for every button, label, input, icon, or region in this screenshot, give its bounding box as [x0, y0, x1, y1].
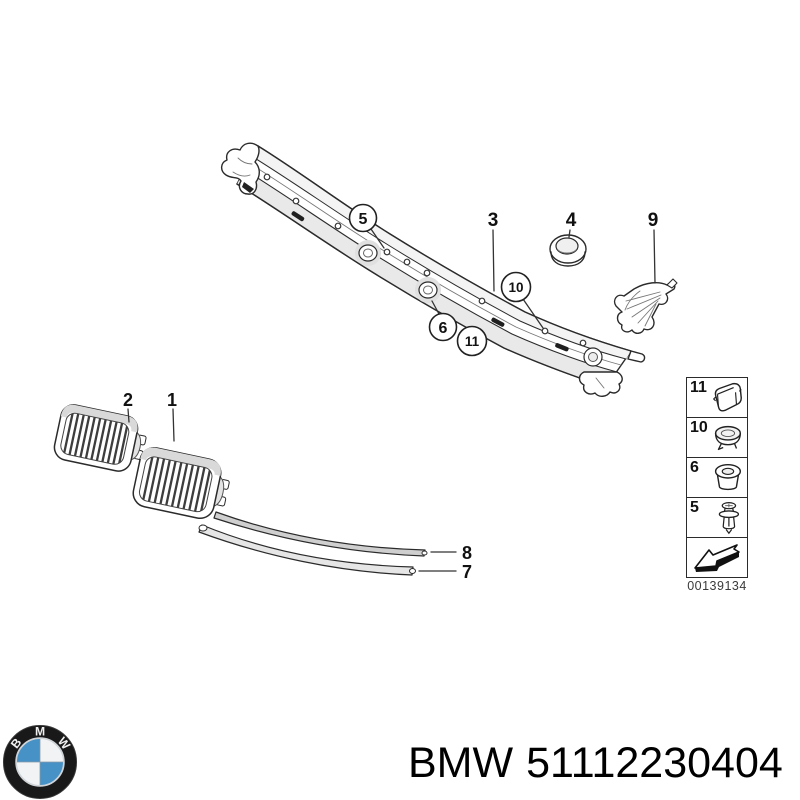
legend-panel: 11 10 6 5 [686, 377, 748, 578]
panel-holes [263, 173, 587, 347]
callout-8: 8 [430, 543, 472, 563]
callout-1-label: 1 [167, 390, 177, 410]
bracket-hatching [624, 290, 662, 327]
legend-cell-11: 11 [687, 378, 747, 418]
callout-10-circle [500, 271, 532, 303]
leader-line-10 [522, 298, 544, 329]
legend-label-5: 5 [690, 499, 699, 516]
left-end-bracket [220, 142, 260, 195]
expanding-rivet-icon [718, 501, 740, 534]
kidney-grille-left-part-2 [53, 404, 147, 472]
callout-6-label: 6 [439, 320, 448, 337]
leader-line-3 [492, 229, 495, 292]
callout-6-circle [428, 312, 458, 342]
clip-icon [712, 382, 742, 412]
bmw-logo: B M W [2, 725, 78, 800]
callout-11-label: 11 [465, 334, 480, 349]
legend-cell-arrow [687, 538, 747, 577]
callout-9-label: 9 [648, 210, 659, 231]
grille-slats [142, 456, 212, 513]
logo-quadrant-blue [16, 738, 40, 762]
wiper-spindle-hole [415, 277, 441, 303]
legend-cell-6: 6 [687, 458, 747, 498]
left-bracket-slot [242, 182, 254, 193]
grommet-icon [714, 463, 742, 490]
right-tip-tab [627, 350, 646, 363]
footer-part-number: 51112230404 [526, 739, 783, 787]
callout-11-circle [456, 325, 488, 357]
grille-top-highlight [60, 404, 138, 433]
callout-2-label: 2 [123, 390, 133, 410]
callout-5: 5 [348, 203, 385, 249]
logo-quadrant-white [16, 762, 40, 786]
footer-brand: BMW [408, 739, 514, 787]
legend-label-11: 11 [690, 379, 707, 396]
logo-quadrant-white [40, 738, 64, 762]
right-end-foot [578, 371, 623, 397]
callout-3: 3 [488, 210, 499, 292]
legend-cell-5: 5 [687, 498, 747, 538]
leader-line-9 [653, 229, 656, 284]
callout-7-label: 7 [462, 562, 472, 582]
leader-line-1 [172, 408, 175, 442]
legend-label-6: 6 [690, 459, 699, 476]
legend-cell-10: 10 [687, 418, 747, 458]
legend-code: 00139134 [687, 579, 747, 593]
callout-4: 4 [566, 210, 577, 238]
logo-letter-m: M [35, 725, 45, 739]
callout-11: 11 [456, 325, 488, 357]
wiper-spindle-hole [355, 240, 381, 266]
grommet-part-4 [549, 234, 587, 267]
panel-slots [291, 211, 569, 352]
callout-5-circle [348, 203, 378, 233]
callout-6: 6 [428, 300, 458, 342]
end-ring-hole [583, 347, 603, 367]
leader-line-6 [431, 300, 440, 315]
cowl-panel-drawing [220, 142, 646, 397]
direction-arrow-icon [694, 543, 740, 572]
callout-2: 2 [123, 390, 133, 423]
trim-strip-upper-part-8 [213, 511, 428, 557]
kidney-grille-right-part-1 [132, 446, 230, 520]
callout-3-label: 3 [488, 210, 499, 231]
callout-8-label: 8 [462, 543, 472, 563]
grille-top-highlight [140, 447, 221, 476]
leader-line-2 [127, 408, 130, 423]
trim-strip-lower-part-7 [198, 524, 416, 576]
flange-shade [237, 170, 617, 387]
callout-10-label: 10 [508, 280, 523, 295]
leader-line-4 [568, 229, 571, 238]
callout-7: 7 [418, 562, 472, 582]
right-corner-bracket-part-9 [613, 278, 678, 334]
grille-slats [62, 412, 129, 466]
callout-4-label: 4 [566, 210, 577, 231]
callout-1: 1 [167, 390, 177, 442]
callout-10: 10 [500, 271, 544, 329]
callout-5-label: 5 [359, 211, 368, 228]
legend-label-10: 10 [690, 419, 708, 436]
callout-9: 9 [648, 210, 659, 284]
leader-line-5 [370, 228, 385, 249]
logo-quadrant-blue [40, 762, 64, 786]
cap-grommet-icon [714, 425, 742, 450]
